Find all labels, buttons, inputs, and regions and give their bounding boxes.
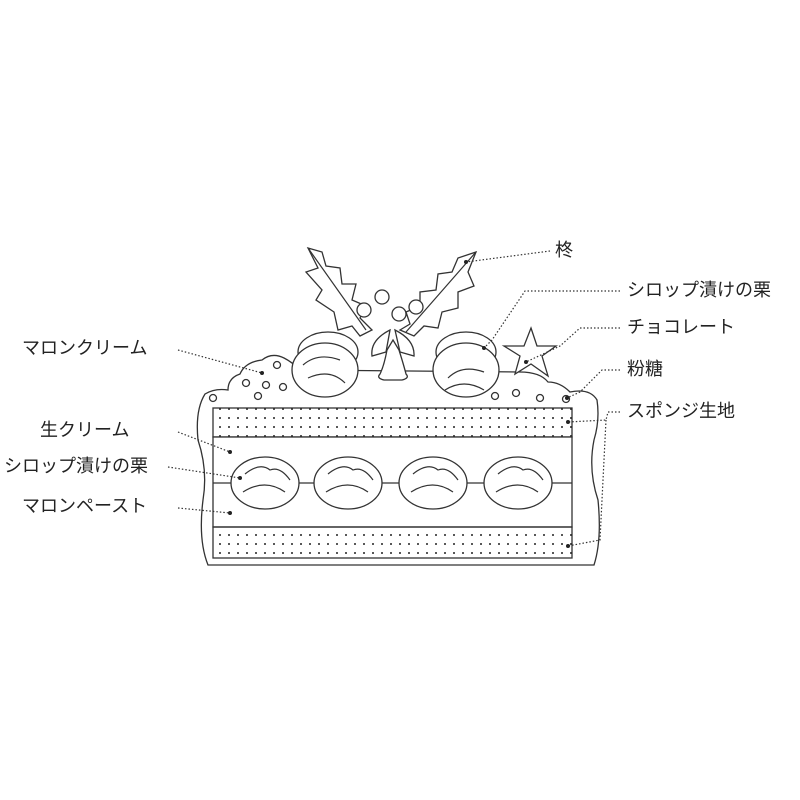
label-syrup-chestnut-top: シロップ漬けの栗 xyxy=(627,280,771,301)
label-fresh-cream: 生クリーム xyxy=(40,420,130,441)
label-powdered-sugar: 粉糖 xyxy=(627,359,663,380)
chestnut xyxy=(483,456,553,510)
chestnut-texture xyxy=(410,466,459,493)
marron-cream-beads xyxy=(208,360,571,404)
label-marron-cream: マロンクリーム xyxy=(22,338,148,359)
label-sponge: スポンジ生地 xyxy=(627,401,735,422)
label-holly: 柊 xyxy=(555,240,573,261)
label-chocolate: チョコレート xyxy=(627,317,735,338)
holly-berries xyxy=(356,289,424,322)
chestnut-texture xyxy=(242,466,291,493)
label-syrup-chestnut-layer: シロップ漬けの栗 xyxy=(4,456,148,477)
chestnut-texture xyxy=(495,466,544,493)
ribbon-and-bell xyxy=(371,328,415,381)
leader-lines xyxy=(167,250,620,548)
chestnut xyxy=(313,456,383,510)
top-sponge-layer xyxy=(212,407,573,438)
chestnut xyxy=(398,456,468,510)
top-chestnuts xyxy=(291,331,500,398)
label-marron-paste: マロンペースト xyxy=(22,496,148,517)
chestnut-texture xyxy=(325,466,374,493)
layer-chestnuts xyxy=(230,456,553,510)
holly-leaves xyxy=(304,246,478,337)
chestnut xyxy=(230,456,300,510)
chocolate-star xyxy=(501,326,559,378)
bottom-sponge-layer xyxy=(212,526,573,559)
